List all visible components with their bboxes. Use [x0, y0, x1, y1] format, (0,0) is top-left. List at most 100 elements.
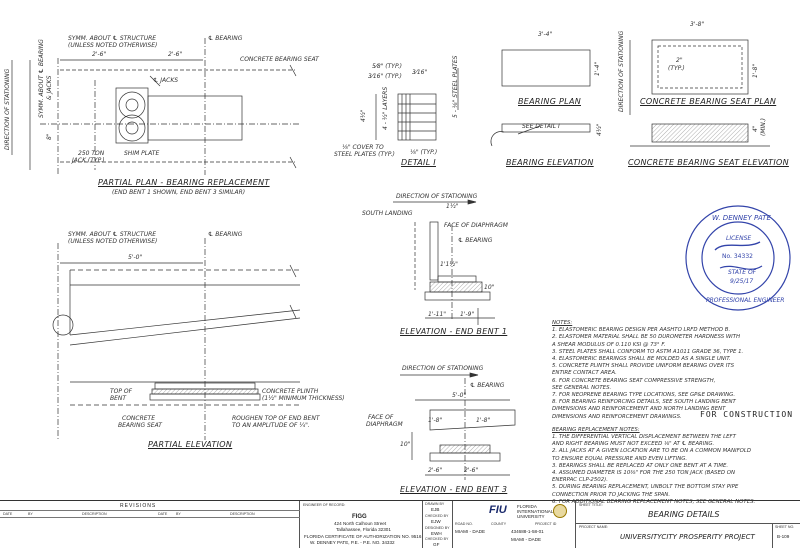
project-id: 434688-1-58-01 [511, 529, 544, 534]
designed-by-label: DESIGNED BY [425, 526, 450, 530]
note-item: 8. FOR BEARING REINFORCING DETAILS, SEE … [552, 399, 736, 406]
elev-symm-label: SYMM. ABOUT ℄ STRUCTURE [68, 231, 157, 238]
bent1-face: FACE OF DIAPHRAGM [444, 222, 508, 229]
elev-seat-1: CONCRETE [122, 415, 156, 422]
bent1-south-landing: SOUTH LANDING [362, 210, 413, 217]
note-item: 5. CONCRETE PLINTH SHALL PROVIDE UNIFORM… [552, 363, 735, 370]
fiu-logo: FIU [489, 504, 507, 516]
replacement-note-item: TO ENSURE EQUAL PRESSURE AND EVEN LIFTIN… [552, 455, 688, 462]
replacement-note-item: ENERPAC CLP-2502). [552, 477, 608, 484]
note-item: 3. STEEL PLATES SHALL CONFORM TO ASTM A1… [552, 348, 744, 355]
project-id-label: PROJECT ID [535, 522, 557, 526]
detail-dim-c: 3⁄16" [412, 69, 428, 76]
plan-bearing-cl: ℄ BEARING [208, 35, 243, 42]
project-name: UNIVERSITYCITY PROSPERITY PROJECT [620, 533, 755, 541]
sheet-title: BEARING DETAILS [648, 510, 720, 519]
for-construction-stamp: FOR CONSTRUCTION [700, 410, 794, 419]
checked-by: EJW [431, 519, 441, 524]
revisions-heading: REVISIONS [120, 503, 157, 509]
bent3-dim-10: 10" [400, 441, 411, 448]
elev-rough-2: TO AN AMPLITUDE OF ¼". [232, 422, 310, 429]
elev-top-bent-1: TOP OF [110, 388, 133, 395]
replacement-note-item: 4. ASSUMED DIAMETER IS 10⅜" FOR THE 250 … [552, 470, 736, 477]
detail-dim-height: 4½" [360, 109, 367, 122]
bent1-direction: DIRECTION OF STATIONING [396, 193, 478, 200]
note-item: A SHEAR MODULUS OF 0.110 KSI @ 73° F. [552, 341, 666, 348]
plan-dim-vert: 8" [46, 133, 53, 140]
notes-list: 1. ELASTOMERIC BEARING DESIGN PER AASHTO… [552, 327, 797, 421]
note-item: 1. ELASTOMERIC BEARING DESIGN PER AASHTO… [552, 327, 731, 334]
replacement-note-item: 5. DURING BEARING REPLACEMENT, UNBOLT TH… [552, 484, 739, 491]
seat-plan-dim-typ: (TYP.) [668, 65, 685, 72]
plan-dim-right: 2'-6" [168, 51, 183, 58]
seal-date: 9/25/17 [730, 278, 754, 285]
plan-shim-label: SHIM PLATE [124, 150, 160, 157]
firm-address-2: Tallahassee, Florida 32301 [336, 527, 391, 532]
checked-by2-label: CHECKED BY [425, 537, 449, 541]
bent3-dim-w: 5'-0" [452, 392, 467, 399]
elev-symm-note: (UNLESS NOTED OTHERWISE) [68, 238, 158, 245]
seat-plan-title: CONCRETE BEARING SEAT PLAN [640, 97, 777, 106]
note-item: SEE GENERAL NOTES. [552, 384, 612, 391]
plan-symm-note: (UNLESS NOTED OTHERWISE) [68, 42, 158, 49]
eor-block: ENGINEER OF RECORD: FIGG 424 North Calho… [300, 501, 423, 548]
bent1-dim-left: 1'-11" [428, 311, 447, 318]
detail-dim-d: ⅛" (TYP.) [410, 149, 438, 156]
seal-profession: PROFESSIONAL ENGINEER [706, 297, 785, 304]
seal-license: LICENSE [726, 235, 752, 242]
project-block: FIU FLORIDA INTERNATIONAL UNIVERSITY ROA… [453, 501, 576, 548]
designed-by: EWH [431, 531, 442, 536]
detail-cover-2: STEEL PLATES (TYP.) [334, 151, 395, 158]
plan-dim-left: 2'-6" [92, 51, 107, 58]
firm-logo: FIGG [352, 514, 367, 520]
revisions-block: REVISIONS DATE BY DESCRIPTION DATE BY DE… [0, 501, 300, 548]
rev-col-desc: DESCRIPTION [82, 512, 107, 516]
seat-elev-dim-h: 4" [752, 125, 759, 132]
plan-seat-label: CONCRETE BEARING SEAT [240, 56, 319, 63]
replacement-note-item: 6. FOR ADDITIONAL BEARING REPLACEMENT NO… [552, 498, 756, 505]
sheet-no: B-109 [777, 534, 790, 539]
elev-plinth-1: CONCRETE PLINTH [262, 388, 319, 395]
bent1-dim-mid: 1'1½" [440, 261, 458, 268]
road-label: ROAD NO. [455, 522, 473, 526]
bent1-dim-top: 1½" [446, 203, 459, 210]
plan-symm-label: SYMM. ABOUT ℄ STRUCTURE [68, 35, 157, 42]
sheet-block: SHEET TITLE: BEARING DETAILS PROJECT NAM… [576, 501, 800, 548]
seal-state: STATE OF [728, 269, 757, 276]
drawn-by: EJB [431, 507, 440, 512]
elev-plinth-2: (1½" MINIMUM THICKNESS) [262, 395, 345, 402]
fiu-name-1: FLORIDA [517, 504, 537, 509]
bearing-elev-dim-h: 4½" [596, 123, 603, 136]
seat-elevation-title: CONCRETE BEARING SEAT ELEVATION [628, 158, 789, 167]
bent1-bearing-cl: ℄ BEARING [458, 237, 493, 244]
seat-plan-dim-w: 3'-8" [690, 21, 705, 28]
partial-plan-title: PARTIAL PLAN - BEARING REPLACEMENT [98, 178, 270, 187]
plan-jack-label-2: JACK (TYP.) [72, 157, 105, 164]
elev-rough-1: ROUGHEN TOP OF END BENT [232, 415, 320, 422]
bent3-dim-r: 1'-8" [476, 417, 491, 424]
seal-number: No. 34332 [722, 253, 753, 260]
plan-vert-symm: SYMM. ABOUT ℄ BEARING [38, 39, 45, 118]
notes-heading: NOTES: [552, 320, 573, 326]
fiu-name-2: INTERNATIONAL [517, 509, 554, 514]
detail-cover-1: ⅛" COVER TO [342, 144, 384, 151]
replacement-notes-list: 1. THE DIFFERENTIAL VERTICAL DISPLACEMEN… [552, 434, 797, 506]
replacement-notes-heading: BEARING REPLACEMENT NOTES: [552, 426, 640, 433]
elev-bent-3-title: ELEVATION - END BENT 3 [400, 485, 508, 494]
bent3-dim-l: 1'-8" [428, 417, 443, 424]
detail-layers: 4 - ½" LAYERS [382, 86, 389, 130]
seat-plan-dim-h: 1'-8" [752, 63, 759, 78]
note-item: 7. FOR NEOPRENE BEARING TYPE LOCATIONS, … [552, 392, 736, 399]
note-item: 2. ELASTOMER MATERIAL SHALL BE 50 DUROME… [552, 334, 741, 341]
university-seal-icon [553, 504, 567, 518]
seat-elev-dim-min: (MIN.) [760, 117, 767, 136]
notes-block: NOTES: 1. ELASTOMERIC BEARING DESIGN PER… [552, 318, 797, 506]
eor-name: W. DENNEY PATE, P.E. - P.E. NO. 34332 [310, 540, 395, 545]
seal-name: W. DENNEY PATE [712, 214, 771, 222]
road-value: MIAMI - DADE [455, 529, 486, 534]
rev-col-desc-2: DESCRIPTION [230, 512, 255, 516]
bent3-face-1: FACE OF [368, 414, 394, 421]
plan-vert-jacks: & JACKS [46, 75, 53, 100]
replacement-note-item: 1. THE DIFFERENTIAL VERTICAL DISPLACEMEN… [552, 434, 736, 441]
fiu-name-3: UNIVERSITY [517, 514, 545, 519]
